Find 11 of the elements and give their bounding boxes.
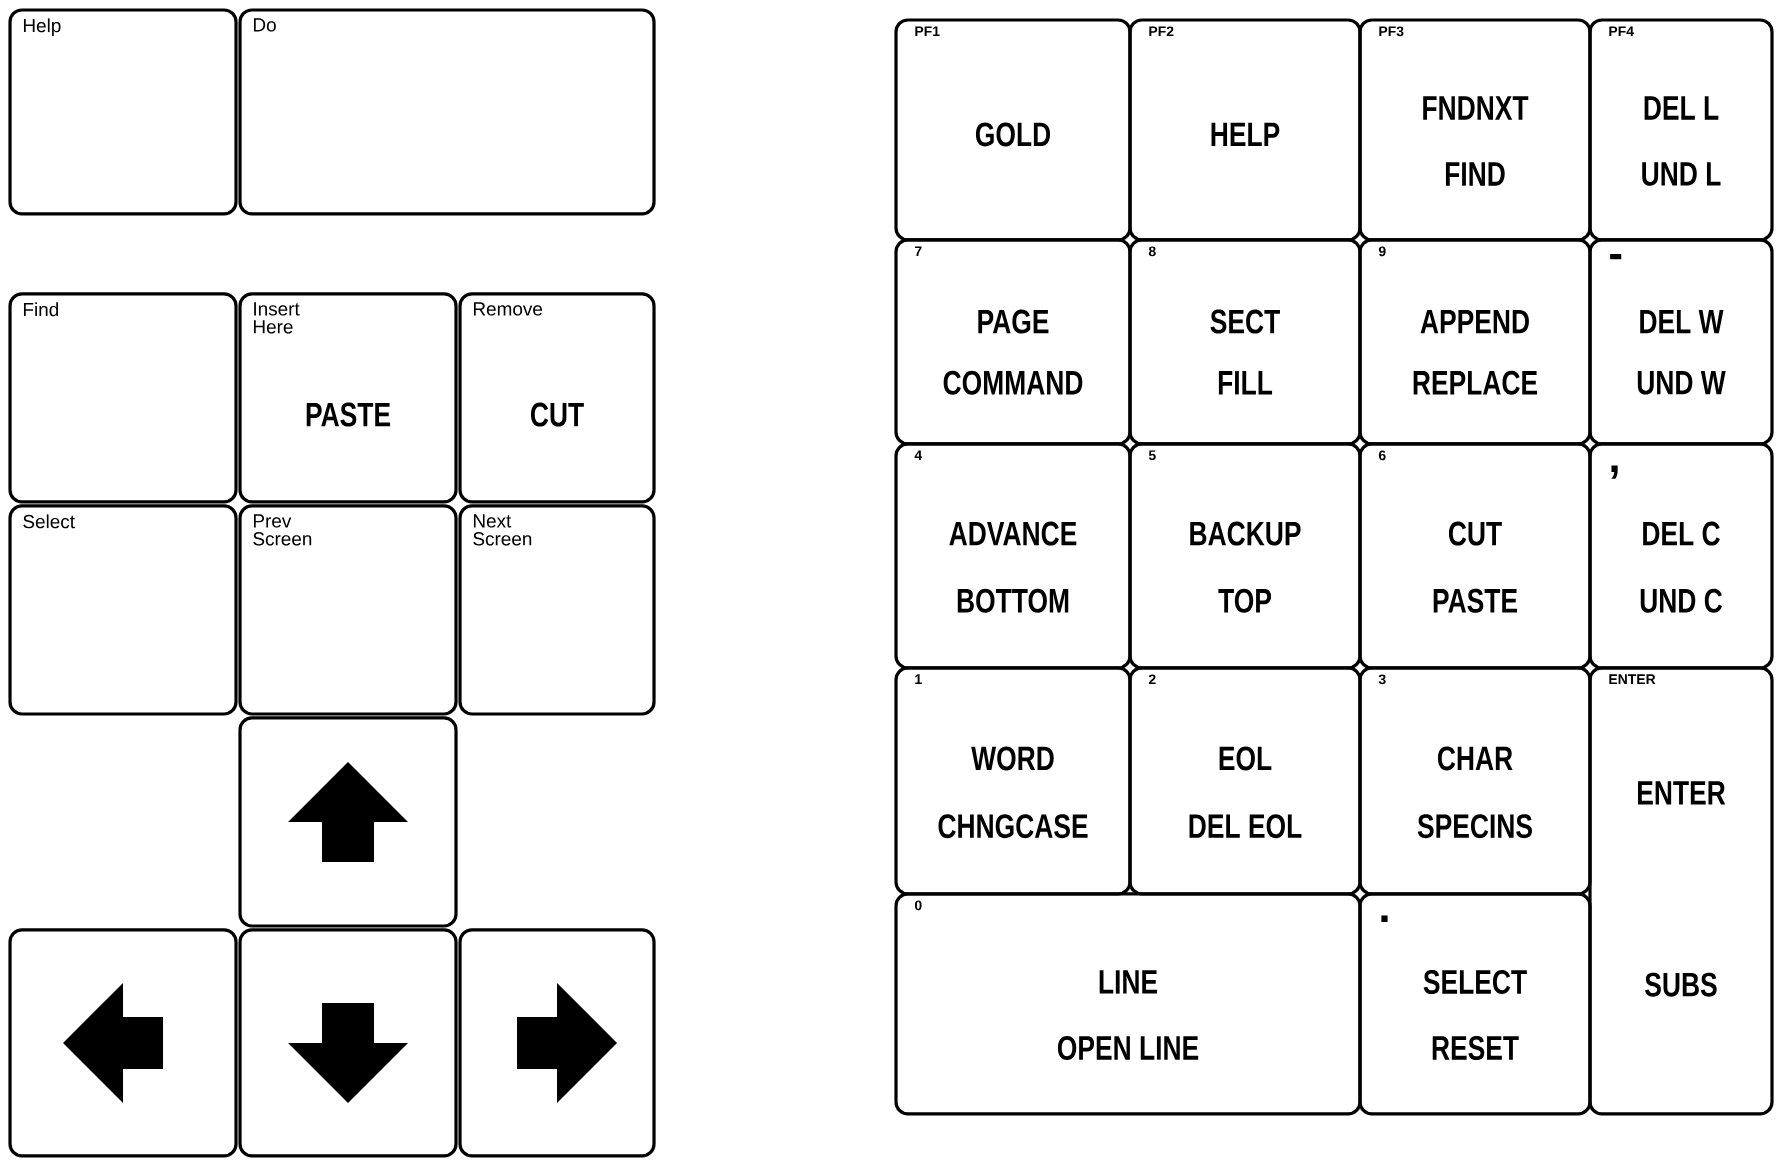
key: Help [8, 8, 238, 216]
key: Prev Screen [238, 504, 458, 716]
key: Next Screen [458, 504, 656, 716]
key: Select [8, 504, 238, 716]
key: Remove CUT [458, 292, 656, 504]
key: Find [8, 292, 238, 504]
key: , DEL C UND C [1588, 442, 1774, 670]
key: Do [238, 8, 656, 216]
key: . SELECT RESET [1358, 892, 1592, 1116]
key: Insert Here PASTE [238, 292, 458, 504]
key: - DEL W UND W [1588, 238, 1774, 446]
